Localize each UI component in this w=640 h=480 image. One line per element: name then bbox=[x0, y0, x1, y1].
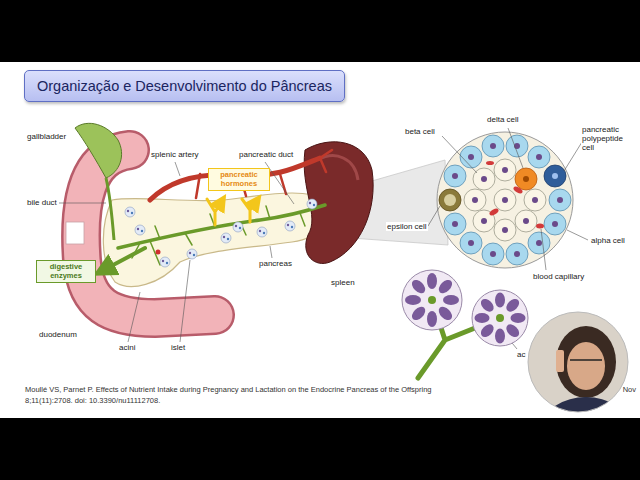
part-label: splenic artery bbox=[150, 150, 200, 159]
box-text: pancreatic hormones bbox=[212, 171, 266, 188]
cell-label: alpha cell bbox=[590, 236, 626, 245]
cell-label: blood capillary bbox=[532, 272, 585, 281]
part-label: acini bbox=[118, 343, 136, 352]
part-label: bile duct bbox=[26, 198, 58, 207]
part-label: gallbladder bbox=[26, 132, 67, 141]
part-label: spleen bbox=[330, 278, 356, 287]
cell-label: epsilon cell bbox=[386, 222, 428, 231]
part-label: islet bbox=[170, 343, 186, 352]
cell-label: delta cell bbox=[486, 115, 520, 124]
box-text: digestive enzymes bbox=[40, 263, 92, 280]
slide-title: Organização e Desenvolvimento do Pâncrea… bbox=[37, 78, 332, 94]
citation-text: 8;11(11):2708. doi: 10.3390/nu11112708. bbox=[24, 397, 161, 406]
citation-text: Moullé VS, Parnet P. Effects of Nutrient… bbox=[24, 386, 433, 395]
enzyme-box: digestive enzymes bbox=[36, 260, 96, 283]
part-label: duodenum bbox=[38, 330, 78, 339]
cell-label: beta cell bbox=[404, 127, 436, 136]
part-label: pancreatic duct bbox=[238, 150, 294, 159]
title-box: Organização e Desenvolvimento do Pâncrea… bbox=[24, 70, 345, 102]
hormone-box: pancreatic hormones bbox=[208, 168, 270, 191]
citation-text: Nov bbox=[622, 386, 637, 395]
part-label: pancreas bbox=[258, 259, 293, 268]
part-label: ac bbox=[516, 350, 526, 359]
cell-label: pancreatic polypeptide cell bbox=[581, 125, 637, 153]
